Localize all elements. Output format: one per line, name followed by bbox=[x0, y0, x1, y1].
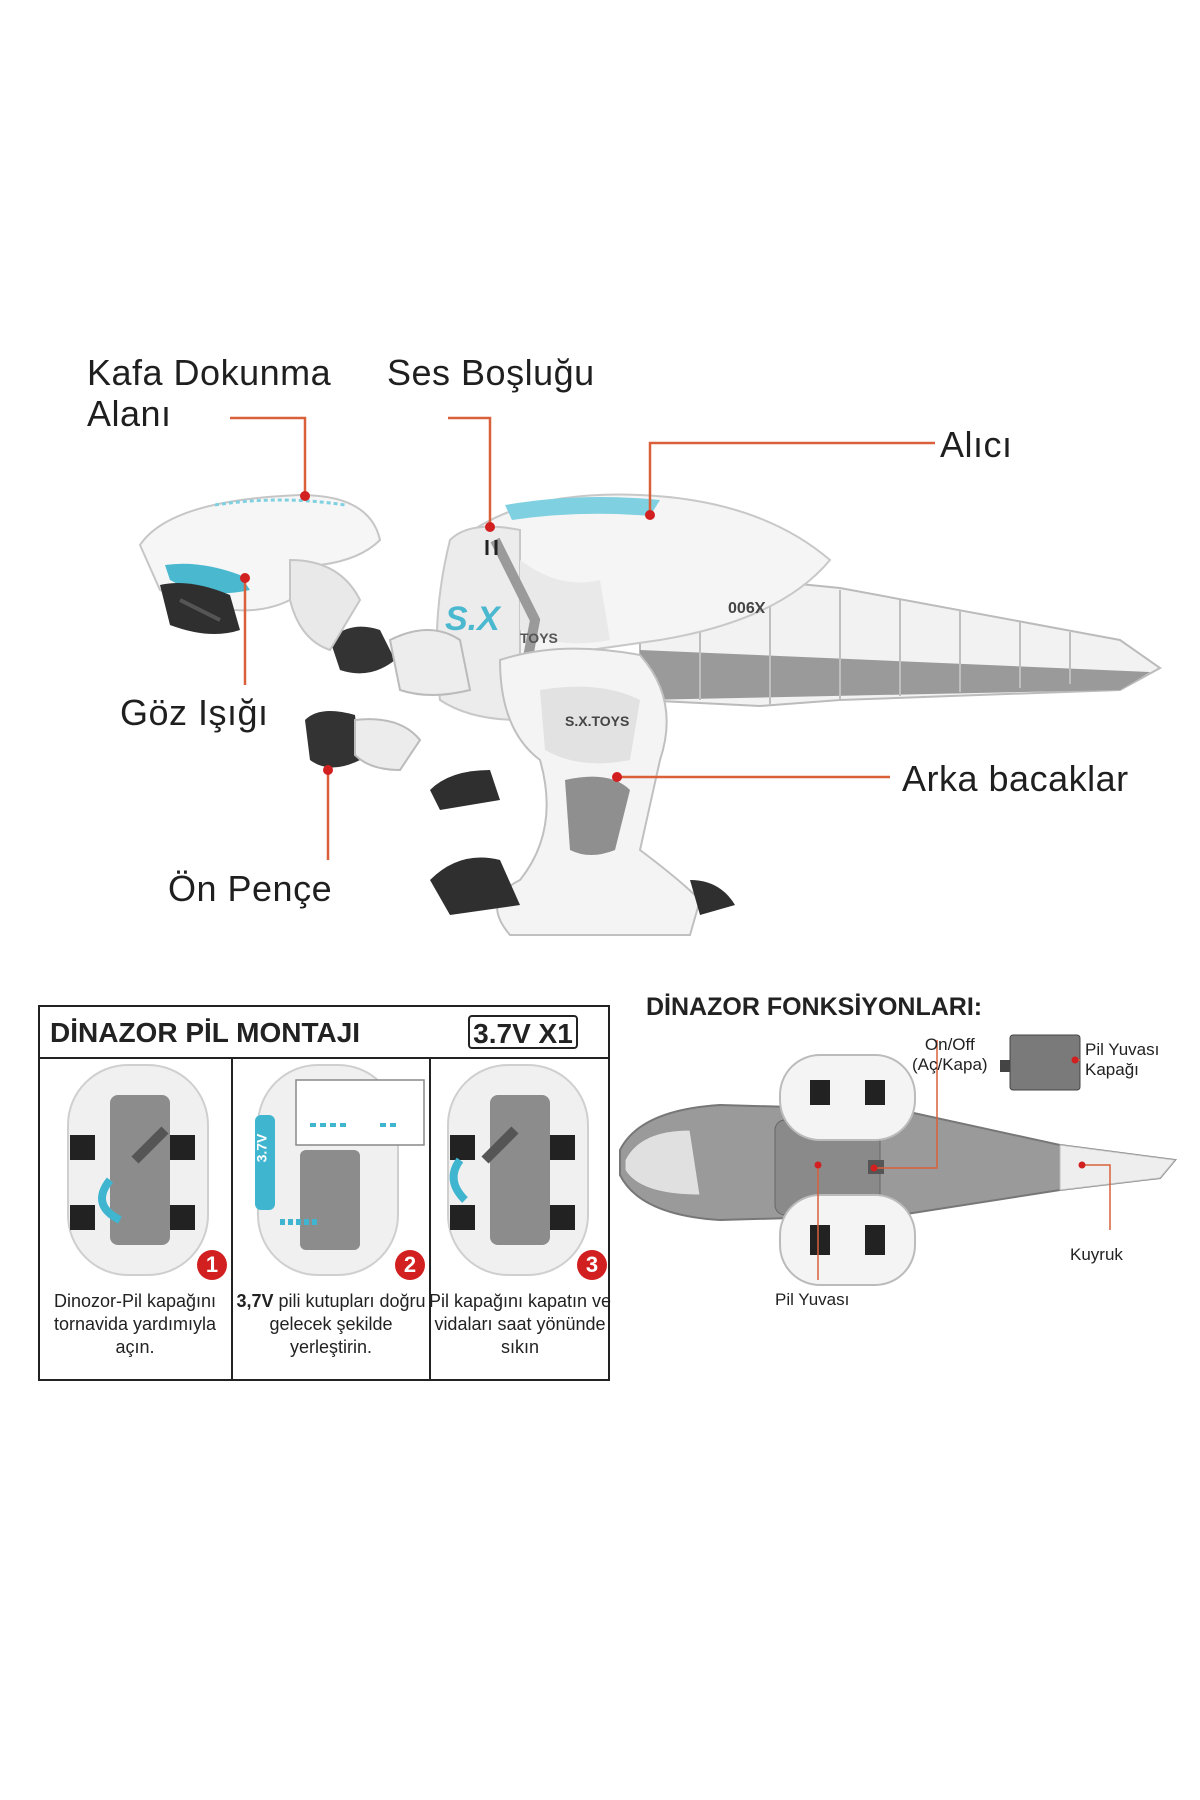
callout-eye-light: Göz Işığı bbox=[120, 692, 269, 733]
label-battery-cover: Pil Yuvası Kapağı bbox=[1085, 1040, 1159, 1080]
label-battery-cover-line1: Pil Yuvası bbox=[1085, 1040, 1160, 1059]
sound-slot-mark bbox=[485, 540, 498, 555]
voltage-badge: 3.7V X1 bbox=[468, 1015, 578, 1049]
dinosaur-rear-leg bbox=[430, 647, 735, 936]
label-on-off-line1: On/Off bbox=[924, 1035, 975, 1054]
callout-head-touch-area: Kafa Dokunma Alanı bbox=[87, 352, 331, 434]
step-2-caption-bold: 3,7V bbox=[236, 1291, 274, 1311]
step-1-number: 1 bbox=[197, 1250, 227, 1280]
label-tail: Kuyruk bbox=[1070, 1245, 1123, 1264]
function-dots bbox=[814, 1056, 1086, 1172]
step-2-number: 2 bbox=[395, 1250, 425, 1280]
step-2-caption-text: pili kutupları doğru gelecek şekilde yer… bbox=[269, 1291, 426, 1357]
label-battery-slot: Pil Yuvası bbox=[775, 1290, 850, 1309]
function-leader-lines bbox=[817, 1040, 1111, 1280]
brand-sx: S.X bbox=[445, 600, 500, 638]
step-1-caption: Dinozor-Pil kapağını tornavida yardımıyl… bbox=[53, 1291, 217, 1357]
dinosaur-tail bbox=[639, 578, 1162, 708]
brand-toys: TOYS bbox=[520, 630, 558, 646]
brand-badge: S.X.TOYS bbox=[565, 713, 630, 729]
callout-head-touch-line2: Alanı bbox=[87, 393, 172, 434]
callout-leader-lines bbox=[230, 416, 935, 860]
callout-sound-slot: Ses Boşluğu bbox=[387, 352, 595, 393]
label-on-off-line2: (Aç/Kapa) bbox=[912, 1055, 988, 1074]
model-code: X900 bbox=[728, 598, 766, 615]
callout-head-touch-line1: Kafa Dokunma bbox=[87, 352, 332, 393]
step-2-caption: 3,7V pili kutupları doğru gelecek şekild… bbox=[236, 1290, 426, 1359]
callout-rear-legs: Arka bacaklar bbox=[902, 758, 1129, 799]
step-3-number: 3 bbox=[577, 1250, 607, 1280]
dinosaur-front-arm bbox=[305, 626, 472, 772]
battery-assembly-panel bbox=[38, 1005, 610, 1381]
step-3-image bbox=[447, 1064, 589, 1276]
functions-title: DİNAZOR FONKSİYONLARI: bbox=[646, 993, 983, 1021]
step-1-image bbox=[67, 1064, 209, 1276]
callout-dots bbox=[240, 491, 655, 782]
label-on-off: On/Off (Aç/Kapa) bbox=[912, 1035, 988, 1075]
step-2-image bbox=[255, 1064, 425, 1276]
dinosaur-head bbox=[138, 493, 382, 652]
label-battery-cover-line2: Kapağı bbox=[1085, 1060, 1139, 1079]
battery-step-illustrations bbox=[67, 1057, 589, 1381]
brand-logo: S.X bbox=[445, 600, 500, 639]
step-3-caption: Pil kapağını kapatın ve vidaları saat yö… bbox=[428, 1291, 612, 1357]
battery-label: 3.7V bbox=[253, 1133, 270, 1163]
callout-receiver: Alıcı bbox=[940, 424, 1013, 465]
battery-panel-title: DİNAZOR PİL MONTAJI bbox=[50, 1017, 361, 1048]
callout-front-claw: Ön Pençe bbox=[168, 868, 333, 909]
panel-divider bbox=[38, 1057, 610, 1059]
